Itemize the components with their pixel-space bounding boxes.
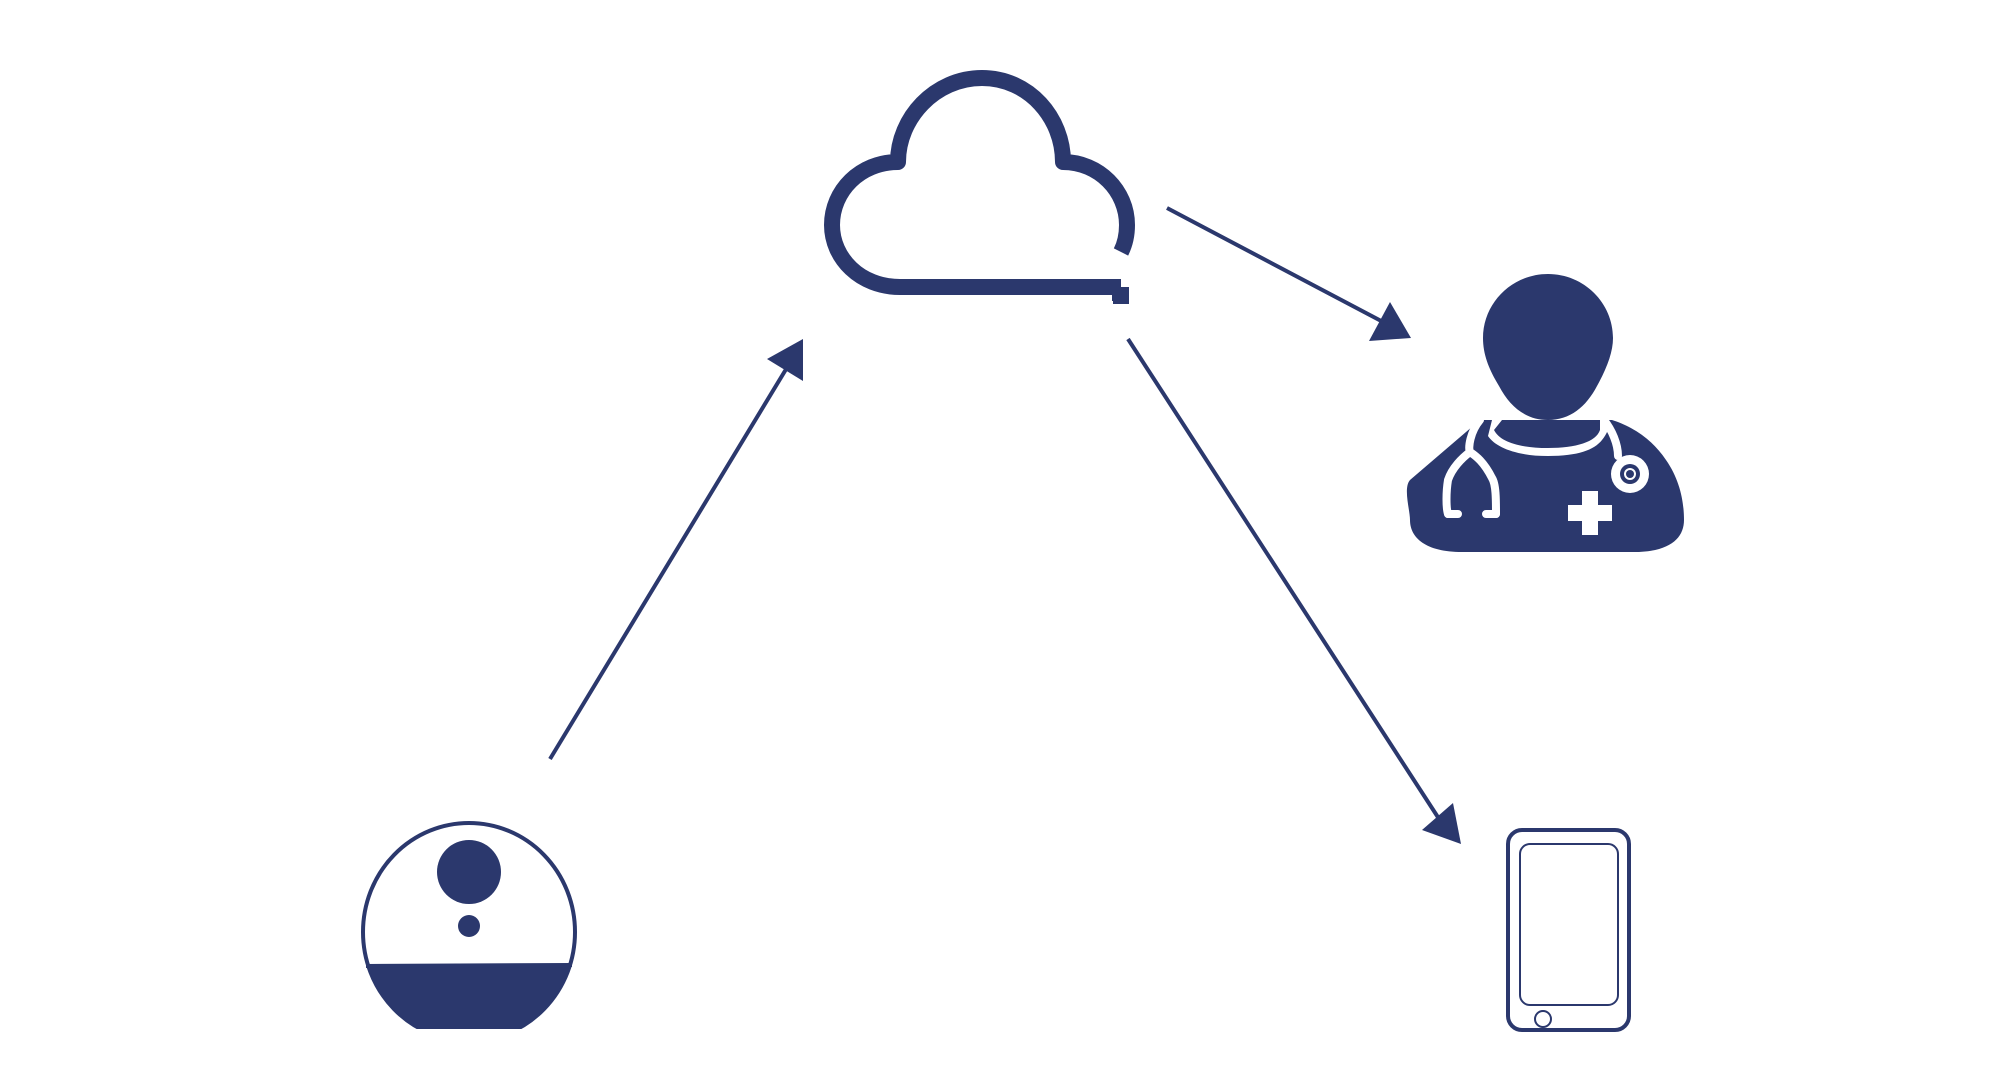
- edge-line: [548, 359, 793, 761]
- edge-line: [1166, 206, 1386, 325]
- doctor-icon: [1406, 274, 1684, 552]
- cloud-icon: [824, 70, 1135, 304]
- edge-line: [1126, 337, 1445, 827]
- sensor-device-icon: [360, 821, 580, 1049]
- edge-cloud-to-tablet: [1126, 337, 1461, 844]
- arrowhead-icon: [1422, 803, 1461, 844]
- arrowhead-icon: [1369, 302, 1411, 341]
- tablet-icon: [1506, 828, 1631, 1032]
- edge-device-to-cloud: [548, 339, 803, 761]
- edge-cloud-to-doctor: [1166, 206, 1411, 341]
- arrowhead-icon: [767, 339, 803, 381]
